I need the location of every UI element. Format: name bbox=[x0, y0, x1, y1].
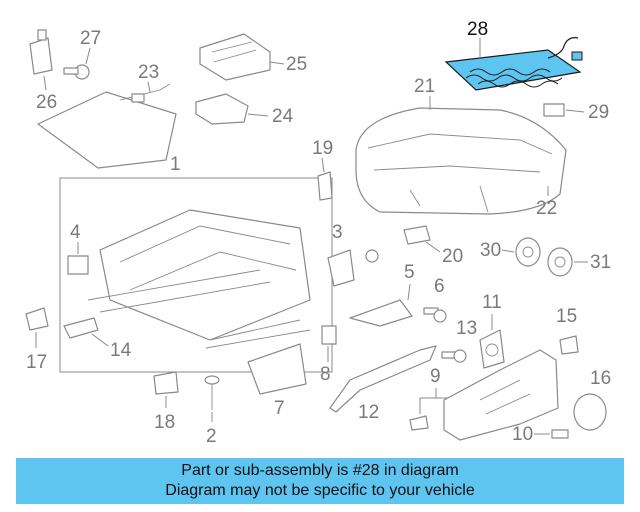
callout-13: 13 bbox=[456, 318, 477, 339]
part-10-screw bbox=[551, 429, 569, 439]
callout-17: 17 bbox=[26, 352, 47, 373]
callout-10: 10 bbox=[512, 424, 533, 445]
part-8-clip bbox=[321, 325, 337, 345]
part-13-bolt bbox=[441, 349, 467, 363]
side-shield-panel bbox=[443, 349, 559, 441]
callout-26: 26 bbox=[36, 92, 57, 113]
part-26-bracket bbox=[29, 29, 53, 75]
callout-18: 18 bbox=[154, 412, 175, 433]
callout-27: 27 bbox=[80, 28, 101, 49]
callout-16: 16 bbox=[590, 368, 611, 389]
callout-31: 31 bbox=[590, 252, 611, 273]
callout-3: 3 bbox=[332, 222, 343, 243]
callout-2: 2 bbox=[206, 426, 217, 447]
callout-25: 25 bbox=[286, 54, 307, 75]
callout-29: 29 bbox=[588, 102, 609, 123]
part-12-cable bbox=[329, 345, 437, 413]
part-4-motor bbox=[67, 255, 89, 275]
callout-5: 5 bbox=[404, 262, 415, 283]
part-14-handle bbox=[63, 317, 99, 339]
callout-30: 30 bbox=[480, 240, 501, 261]
part-17-bracket bbox=[25, 307, 49, 331]
part-27-bolt bbox=[63, 64, 90, 80]
part-7-trim bbox=[247, 343, 307, 395]
part-28-seat-heater[interactable] bbox=[444, 37, 583, 91]
part-9-clips bbox=[409, 415, 429, 431]
part-23-sensor-mat bbox=[37, 83, 177, 169]
part-16-cap bbox=[573, 393, 607, 431]
part-24-module bbox=[195, 93, 249, 125]
part-3-recliner bbox=[327, 249, 379, 287]
callout-12: 12 bbox=[358, 402, 379, 423]
parts-diagram: 28 21 22 29 26 27 23 25 bbox=[25, 19, 611, 447]
part-30-knob bbox=[515, 237, 541, 267]
callout-22: 22 bbox=[536, 198, 557, 219]
part-31-knob bbox=[547, 247, 573, 277]
callout-11: 11 bbox=[482, 292, 502, 313]
part-20-clip bbox=[403, 225, 431, 245]
callout-23: 23 bbox=[138, 62, 159, 83]
callout-4: 4 bbox=[70, 222, 81, 243]
callout-14: 14 bbox=[110, 340, 132, 361]
part-2-screw bbox=[204, 375, 220, 410]
callout-9: 9 bbox=[430, 366, 441, 387]
callout-8: 8 bbox=[320, 364, 331, 385]
info-banner: Part or sub-assembly is #28 in diagram D… bbox=[16, 458, 624, 504]
callout-20: 20 bbox=[442, 246, 463, 267]
part-18-clip bbox=[153, 371, 179, 395]
callout-24: 24 bbox=[272, 106, 294, 127]
callout-6: 6 bbox=[434, 276, 445, 297]
banner-line-2: Diagram may not be specific to your vehi… bbox=[165, 482, 475, 499]
part-25-control-module bbox=[199, 33, 271, 81]
part-5-link bbox=[349, 299, 413, 327]
part-15-clip bbox=[559, 335, 579, 355]
callout-1: 1 bbox=[170, 154, 181, 175]
callout-15: 15 bbox=[556, 306, 577, 327]
part-19-bracket bbox=[317, 171, 333, 201]
part-11-cover bbox=[479, 329, 505, 369]
callout-28: 28 bbox=[467, 19, 488, 40]
part-29-connector bbox=[543, 103, 565, 117]
banner-line-1: Part or sub-assembly is #28 in diagram bbox=[181, 462, 459, 479]
callout-7: 7 bbox=[274, 398, 285, 419]
callout-19: 19 bbox=[312, 138, 333, 159]
part-1-seat-frame bbox=[59, 177, 333, 373]
part-21-seat-cushion bbox=[355, 107, 567, 215]
callout-21: 21 bbox=[414, 76, 435, 97]
part-6-bolt bbox=[423, 307, 447, 323]
